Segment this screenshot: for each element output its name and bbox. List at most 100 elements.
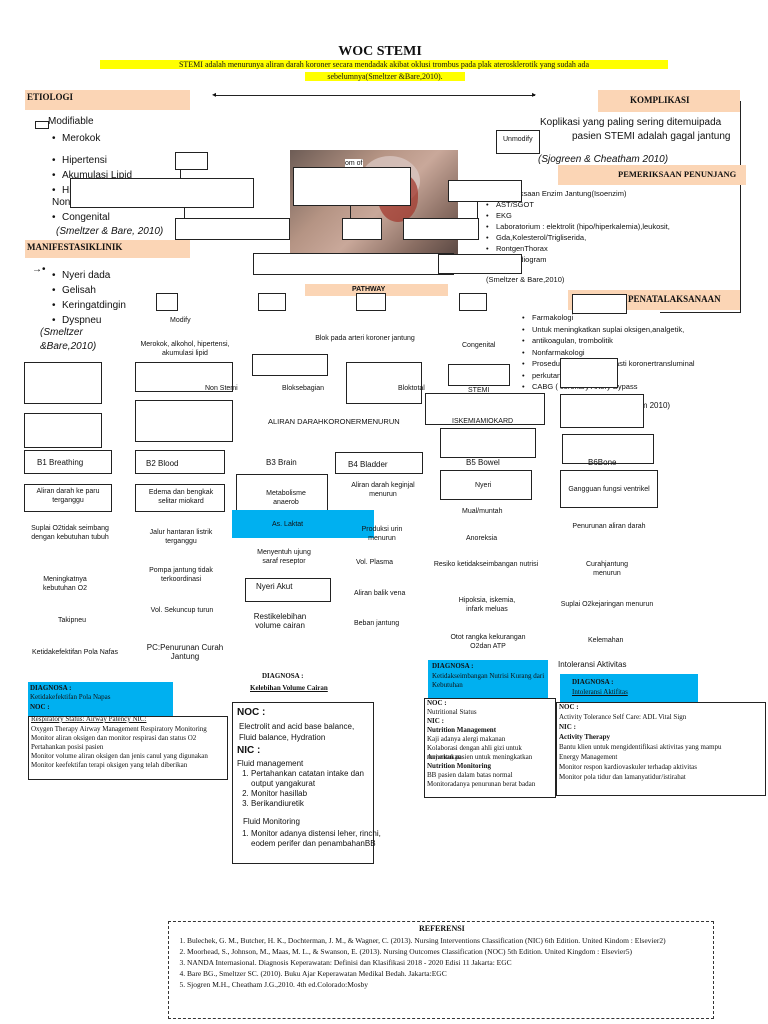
b4-item: Vol. Plasma [356, 559, 393, 566]
flow-box [440, 428, 536, 458]
list-item: antikoagulan, trombolitik [520, 335, 695, 347]
b5-item: Anoreksia [466, 535, 498, 542]
b6-header: B6Bone [588, 458, 617, 467]
manifestasi-source-1: (Smeltzer [40, 327, 83, 338]
flow-box [448, 364, 510, 386]
flow-box [135, 362, 233, 392]
komplikasi-text-1: Koplikasi yang paling sering ditemuipada [540, 117, 722, 128]
b6-item: Suplai O2kejaringan menurun [560, 601, 654, 608]
list-item: NANDA Internasional. Diagnosis Keperawat… [187, 957, 721, 968]
b3-item: Menyentuh ujung saraf reseptor [257, 549, 311, 565]
b5-item: Otot rangka kekurangan O2dan ATP [450, 634, 526, 650]
list-item: Nyeri dada [50, 268, 126, 283]
flow-box [562, 434, 654, 464]
list-item: Bulechek, G. M., Butcher, H. K., Dochter… [187, 935, 721, 946]
b5-item-box [440, 470, 532, 500]
definition-line-1: STEMI adalah menurunya aliran darah koro… [100, 60, 668, 69]
flow-box [346, 362, 422, 404]
list-item: Monitor adanya distensi leher, rinchi, e… [251, 829, 385, 849]
b3-item: Metabolisme anaerob [266, 490, 306, 506]
list-item: Untuk meningkatkan suplai oksigen,analge… [520, 324, 695, 336]
list-item: Laboratorium : elektrolit (hipo/hiperkal… [484, 221, 670, 232]
flow-box [342, 218, 382, 240]
flow-box [425, 393, 545, 425]
modifiable-checkbox-icon [35, 121, 49, 129]
b2-header: B2 Blood [135, 450, 225, 474]
flow-blok-total: Bloktotal [398, 385, 425, 392]
b6-item: Gangguan fungsi ventrikel [568, 486, 650, 493]
flow-box [293, 167, 411, 206]
arrow-left-icon: ◂ [212, 90, 217, 99]
flow-box [459, 293, 487, 311]
list-item: Dyspneu [50, 313, 126, 328]
b2-item: Edema dan bengkak selitar miokard [148, 489, 214, 505]
list-item: Akumulasi Lipid [50, 168, 132, 183]
pemeriksaan-source: (Smeltzer & Bare,2010) [486, 275, 565, 284]
b3-item-box [245, 578, 331, 602]
b4-item: Beban jantung [354, 620, 400, 627]
list-item: Merokok [50, 131, 132, 146]
list-item: Nonfarmakologi [520, 347, 695, 359]
b1-item: Aliran darah ke paru terganggu [36, 488, 100, 504]
flow-box [175, 152, 208, 170]
b3-header: B3 Brain [266, 458, 297, 467]
flow-box [70, 178, 254, 208]
b2-item: Pompa jantung tidak terkoordinasi [149, 567, 213, 583]
list-item: Berikandiuretik [251, 799, 385, 809]
b6-item: Penurunan aliran darah [572, 523, 646, 530]
list-item: Monitor hasillab [251, 789, 385, 799]
flow-box [572, 294, 627, 314]
b1-item: Takipneu [58, 617, 87, 624]
flow-stemi: STEMI [468, 387, 490, 394]
b6-item: Intoleransi Aktivitas [558, 660, 627, 669]
b1-item: Ketidakefektifan Pola Nafas [32, 649, 118, 656]
flow-box [253, 253, 454, 275]
flow-box [252, 354, 328, 376]
flow-box [24, 413, 102, 448]
page-title: WOC STEMI [338, 44, 422, 59]
list-item: EKG [484, 210, 670, 221]
image-caption: om of [345, 159, 363, 168]
list-item: Farmakologi [520, 312, 695, 324]
referensi-list: Bulechek, G. M., Butcher, H. K., Dochter… [171, 935, 721, 990]
flow-box [258, 293, 286, 311]
list-item: AST/SGOT [484, 199, 670, 210]
b3-item: Nyeri Akut [256, 582, 293, 591]
b6-item-box [560, 470, 658, 508]
komplikasi-header: KOMPLIKASI [598, 90, 740, 112]
manifestasi-list: Nyeri dada Gelisah Keringatdingin Dyspne… [50, 268, 126, 328]
etiologi-nonmod-list: Congenital [50, 211, 110, 225]
etiologi-header: ETIOLOGI [25, 90, 190, 110]
list-item: Gdа,Kolesterol/Trigliserida, [484, 232, 670, 243]
dx4-header: DIAGNOSA : Intoleransi Aktifitas [560, 674, 698, 702]
list-item: perkutan) [520, 370, 695, 382]
dx1-body: Respiratory Status: Airway Patency NIC: … [28, 715, 228, 780]
etiologi-source: (Smeltzer & Bare, 2010) [56, 226, 164, 237]
list-item: Keringatdingin [50, 298, 126, 313]
b5-item: Resiko ketidakseimbangan nutrisi [433, 561, 539, 568]
b2-item: Vol. Sekuncup turun [150, 607, 214, 614]
b4-header: B4 Bladder [335, 452, 423, 474]
list-item: Gelisah [50, 283, 126, 298]
double-arrow [215, 95, 535, 96]
list-item: Hipertensi [50, 153, 132, 168]
b3-item-box [236, 474, 328, 512]
b2-item: PC:Penurunan Curah Jantung [146, 643, 224, 661]
list-item: Congenital [50, 211, 110, 225]
unmodify-box: Unmodify [496, 130, 540, 154]
dx3-header: DIAGNOSA : Ketidakseimbangan Nutrisi Kur… [428, 660, 548, 698]
b5-item: Mual/muntah [462, 508, 503, 515]
b1-item: Meningkatnya kebutuhan O2 [43, 576, 87, 592]
flow-non-stemi: Non Stemi [205, 385, 238, 392]
connector-line [660, 312, 741, 313]
arrow-right-icon: ▸ [532, 90, 537, 99]
flow-box [175, 218, 290, 240]
flow-box [135, 400, 233, 442]
list-item: Bare BG., Smeltzer SC. (2010). Buku Ajar… [187, 968, 721, 979]
b4-item: Produksi urin menurun [361, 526, 403, 542]
referensi-box: REFERENSI Bulechek, G. M., Butcher, H. K… [168, 921, 714, 1019]
manifestasi-header: MANIFESTASIKLINIK [25, 240, 190, 258]
b6-item: Kelemahan [588, 637, 624, 644]
list-item: Moorhead, S., Johnson, M., Maas, M. L., … [187, 946, 721, 957]
b2-item: Jalur hantaran listrik terganggu [149, 529, 213, 545]
